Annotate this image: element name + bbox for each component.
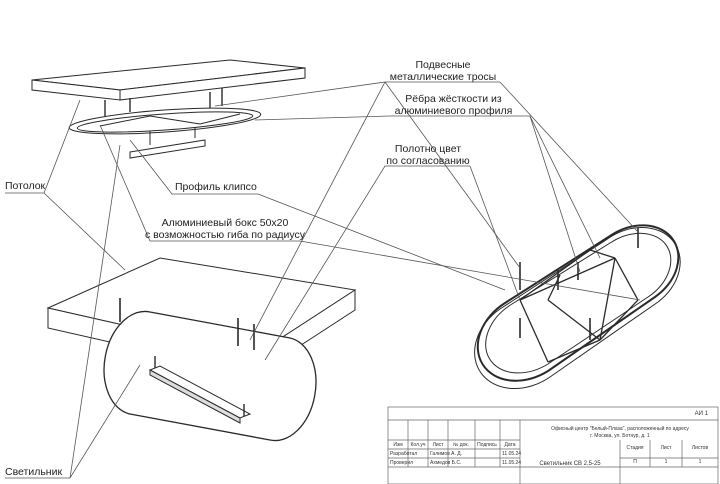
bottom-suspension-cables <box>119 298 255 350</box>
callout-clip-profile-text: Профиль клипсо <box>175 181 257 193</box>
callout-canvas: Полотно цвет по согласованию <box>378 143 478 167</box>
header-cell-3: № док. <box>453 442 469 448</box>
callout-cables-line1: Подвесные <box>415 59 471 71</box>
stage-label: Стадия <box>626 445 643 451</box>
callout-canvas-line1: Полотно цвет <box>394 143 462 155</box>
sheet-label: Лист <box>661 445 673 451</box>
date-checked: 11.05.24 <box>502 460 521 466</box>
sheets-label: Листов <box>692 445 709 451</box>
callout-cables: Подвесные металлические тросы <box>388 59 498 83</box>
callout-canvas-line2: по согласованию <box>386 155 470 167</box>
top-luminaire-bar <box>129 128 206 159</box>
name-developed: Галимов А. Д. <box>430 451 462 457</box>
callout-luminaire-text: Светильник <box>5 466 63 478</box>
right-frame-outer <box>474 224 681 389</box>
header-cell-0: Изм <box>393 442 403 448</box>
callout-box-line1: Алюминиевый бокс 50х20 <box>161 217 289 229</box>
header-cell-5: Дата <box>504 442 515 448</box>
role-checked: Проверил <box>390 460 413 466</box>
callout-ribs-line1: Рёбра жёсткости из <box>405 93 502 105</box>
sheets-value: 1 <box>699 459 702 465</box>
name-checked: Ахмедов Б.С. <box>430 460 461 466</box>
callout-luminaire: Светильник <box>5 466 62 478</box>
callout-cables-line2: металлические тросы <box>389 71 497 83</box>
right-suspension-cables <box>519 228 639 340</box>
address-line-2: г. Москва, ул. Ботнур, д. 1 <box>590 433 650 439</box>
header-cell-1: Кол.уч <box>411 442 426 448</box>
callout-ceiling: Потолок <box>5 180 45 192</box>
title-block-text: АИ 1 Офисный центр "Белый-Плаза", распол… <box>390 411 709 467</box>
callout-clip-profile: Профиль клипсо <box>175 181 257 193</box>
top-ceiling-slab <box>31 59 306 101</box>
header-cell-4: Подпись <box>477 442 497 448</box>
stage-value: П <box>633 459 637 465</box>
sheet-code: АИ 1 <box>695 411 709 417</box>
callout-aluminium-box: Алюминиевый бокс 50х20 с возможностью ги… <box>145 217 305 241</box>
bottom-luminaire-bar <box>148 356 252 424</box>
bottom-oval-panel <box>103 310 317 442</box>
callout-ribs: Рёбра жёсткости из алюминиевого профиля <box>376 93 531 117</box>
role-developed: Разработал <box>390 451 417 457</box>
top-oval-frame <box>68 107 262 135</box>
header-cell-2: Лист <box>433 442 445 448</box>
callout-box-line2: с возможностью гиба по радиусу <box>145 229 306 241</box>
callout-ceiling-text: Потолок <box>5 180 46 192</box>
address-line-1: Офисный центр "Белый-Плаза", расположенн… <box>551 425 689 432</box>
sheet-value: 1 <box>665 459 668 465</box>
title-block <box>387 406 719 484</box>
date-developed: 11.05.24 <box>502 451 521 457</box>
product-name: Светильник СВ 2.5-25 <box>539 461 601 467</box>
right-frame-ribs <box>519 249 639 363</box>
leader-lines <box>5 81 641 479</box>
callout-ribs-line2: алюминиевого профиля <box>394 105 513 117</box>
